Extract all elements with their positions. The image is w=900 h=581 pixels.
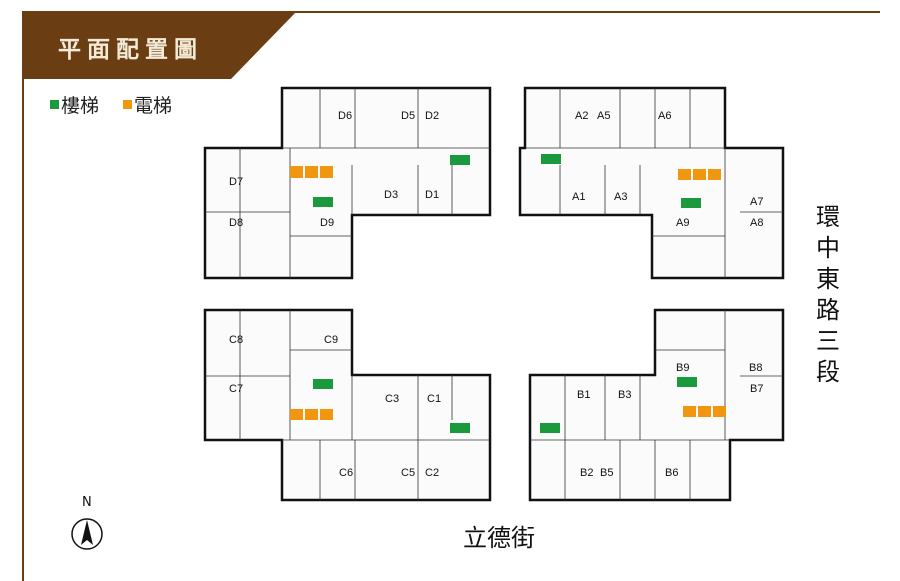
frame-top-line — [22, 11, 880, 13]
legend-stair: 樓梯 — [50, 91, 99, 118]
stair-icon — [313, 197, 333, 207]
unit-label: D1 — [425, 189, 439, 201]
unit-label: B3 — [618, 389, 631, 401]
road-south-label: 立德街 — [463, 524, 535, 552]
block-a: A2 A5 A6 A1 A3 A7 A9 A8 — [518, 86, 785, 280]
legend-elevator-label: 電梯 — [134, 95, 173, 117]
unit-label: B7 — [750, 383, 763, 395]
stair-icon — [681, 198, 701, 208]
elevator-icon — [320, 409, 333, 420]
road-east-label: 環中東路三段 — [816, 203, 840, 386]
unit-label: B9 — [676, 362, 689, 374]
unit-label: C2 — [425, 467, 439, 479]
stair-icon — [313, 379, 333, 389]
unit-label: A5 — [597, 110, 610, 122]
unit-label: C7 — [229, 383, 243, 395]
unit-label: C3 — [385, 393, 399, 405]
legend-elevator: 電梯 — [123, 91, 172, 118]
elevator-icon — [290, 166, 303, 178]
elevator-icon — [320, 166, 333, 178]
unit-label: B6 — [665, 467, 678, 479]
unit-label: B2 — [580, 467, 593, 479]
unit-label: C1 — [427, 393, 441, 405]
unit-label: D2 — [425, 110, 439, 122]
stair-icon — [541, 154, 561, 164]
road-east-char: 段 — [816, 358, 840, 386]
unit-label: D9 — [320, 217, 334, 229]
unit-label: D5 — [401, 110, 415, 122]
unit-label: A2 — [575, 110, 588, 122]
north-arrow-icon — [71, 518, 103, 550]
elevator-icon — [305, 409, 318, 420]
unit-label: B5 — [600, 467, 613, 479]
unit-label: A7 — [750, 196, 763, 208]
stair-icon — [450, 423, 470, 433]
elevator-icon — [693, 169, 706, 180]
compass-label: N — [82, 495, 92, 510]
unit-label: C8 — [229, 334, 243, 346]
road-east-char: 三 — [816, 327, 840, 355]
frame-left-line — [22, 11, 24, 581]
unit-label: C5 — [401, 467, 415, 479]
road-east-char: 路 — [816, 296, 840, 324]
unit-label: A3 — [614, 191, 627, 203]
legend-stair-label: 樓梯 — [61, 95, 100, 117]
road-east-char: 環 — [816, 203, 840, 231]
stair-icon — [450, 155, 470, 165]
unit-label: A9 — [676, 217, 689, 229]
unit-label: D8 — [229, 217, 243, 229]
elevator-icon — [708, 169, 721, 180]
page-title: 平面配置圖 — [58, 37, 203, 63]
unit-label: D6 — [338, 110, 352, 122]
unit-label: D7 — [229, 176, 243, 188]
elevator-icon — [678, 169, 691, 180]
unit-label: D3 — [384, 189, 398, 201]
elevator-icon — [713, 406, 726, 417]
stair-icon — [677, 377, 697, 387]
unit-label: C9 — [324, 334, 338, 346]
elevator-icon — [698, 406, 711, 417]
legend: 樓梯 電梯 — [50, 91, 172, 118]
unit-label: C6 — [339, 467, 353, 479]
block-d: D6 D5 D2 D7 D3 D1 D8 D9 — [203, 86, 492, 280]
unit-label: A1 — [572, 191, 585, 203]
unit-label: B8 — [749, 362, 762, 374]
unit-label: A6 — [658, 110, 671, 122]
elevator-icon — [305, 166, 318, 178]
elevator-swatch-icon — [123, 100, 133, 109]
elevator-icon — [683, 406, 696, 417]
road-east-char: 中 — [816, 234, 840, 262]
block-c: C8 C9 C3 C1 C7 C6 C5 C2 — [203, 308, 492, 502]
elevator-icon — [290, 409, 303, 420]
stair-icon — [540, 423, 560, 433]
road-east-char: 東 — [816, 265, 840, 293]
block-b: B9 B8 B1 B3 B7 B2 B5 B6 — [528, 308, 785, 502]
unit-label: B1 — [577, 389, 590, 401]
stair-swatch-icon — [50, 100, 59, 109]
unit-label: A8 — [750, 217, 763, 229]
